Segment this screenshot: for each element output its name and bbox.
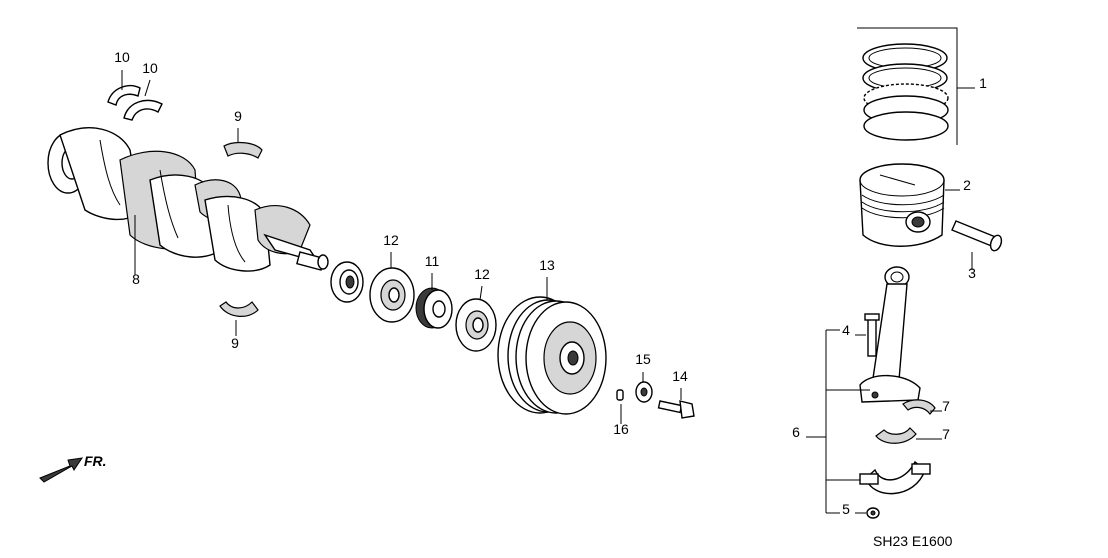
timing-belt-guide-front: [369, 252, 415, 323]
callout-c9b: 9: [231, 335, 239, 351]
front-direction-arrow: FR.: [39, 453, 107, 483]
callout-c12b: 12: [474, 266, 490, 282]
piston-pin: [951, 220, 1003, 270]
main-bearing-upper: [223, 128, 263, 159]
timing-belt-guide-rear: [455, 285, 497, 352]
callout-c4: 4: [842, 322, 850, 338]
rod-cap-nut: [855, 507, 880, 519]
pulley-washer: [635, 372, 653, 403]
drawing-code: SH23 E1600: [873, 533, 953, 549]
callout-c1: 1: [979, 75, 987, 91]
callout-c8: 8: [132, 271, 140, 287]
callout-c5: 5: [842, 501, 850, 517]
callout-c14: 14: [672, 368, 688, 384]
callout-c7a: 7: [942, 398, 950, 414]
piston-rings: [857, 27, 975, 145]
timing-belt-drive-pulley: [415, 273, 453, 329]
pulley-bolt: [657, 388, 695, 419]
callout-c11: 11: [425, 253, 440, 269]
callout-c2: 2: [963, 177, 971, 193]
crankshaft-pulley: [497, 277, 607, 415]
callout-c10a: 10: [114, 49, 130, 65]
crankshaft: [47, 127, 329, 275]
callout-c3: 3: [968, 265, 976, 281]
connecting-rod-bolt: [855, 313, 880, 357]
callout-c7b: 7: [942, 426, 950, 442]
oil-seal: [330, 261, 364, 303]
callout-c13: 13: [539, 257, 555, 273]
callout-c6: 6: [792, 424, 800, 440]
woodruff-key: [616, 389, 624, 424]
connecting-rod: [859, 266, 921, 403]
callout-c10b: 10: [142, 60, 158, 76]
thrust-washers: [107, 70, 163, 121]
callout-c9a: 9: [234, 108, 242, 124]
rod-bearing-upper: [902, 399, 942, 415]
rod-bearing-lower: [875, 427, 942, 444]
callout-c16: 16: [613, 421, 629, 437]
main-bearing-lower: [219, 301, 259, 336]
connecting-rod-bracket: [806, 329, 870, 514]
connecting-rod-cap: [859, 460, 931, 495]
callout-c12a: 12: [383, 232, 399, 248]
direction-label: FR.: [84, 453, 107, 469]
piston: [859, 163, 960, 247]
callout-c15: 15: [635, 351, 651, 367]
